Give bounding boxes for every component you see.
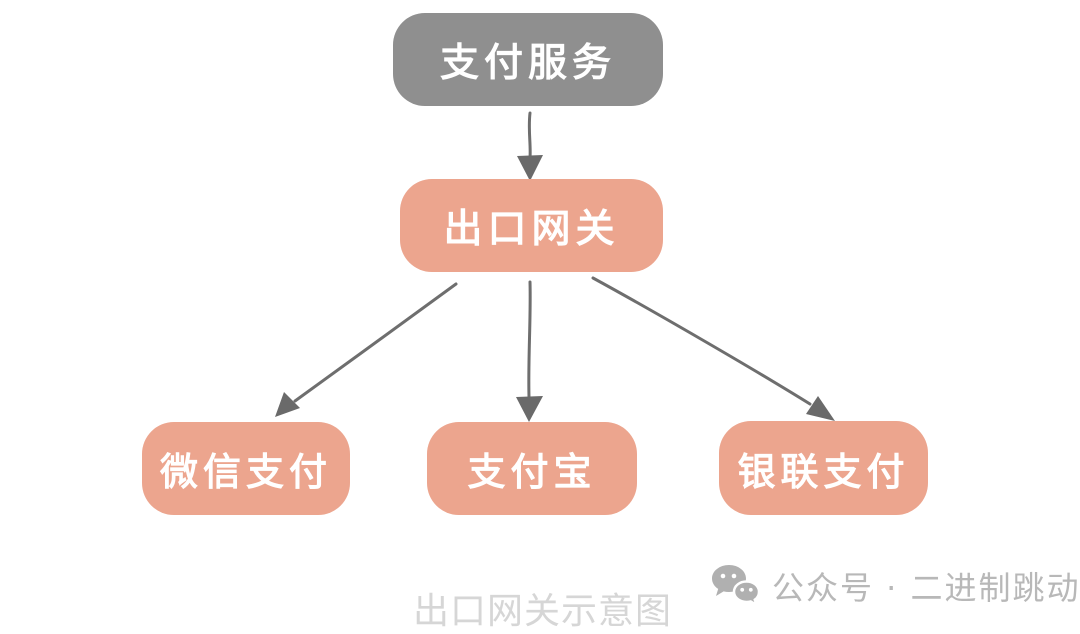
wechat-icon [712,565,761,608]
node-wechat-pay: 微信支付 [142,422,350,515]
node-exit-gateway-label: 出口网关 [443,206,620,252]
arrow-gateway-to-wechat-pay [275,282,458,417]
node-alipay-label: 支付宝 [467,450,597,494]
arrow-gateway-to-unionpay [591,276,835,421]
node-payment-service-label: 支付服务 [439,40,616,86]
node-alipay: 支付宝 [427,422,637,515]
diagram-caption: 出口网关示意图 [413,591,673,632]
node-wechat-pay-label: 微信支付 [159,450,332,494]
arrow-gateway-to-alipay [516,280,543,422]
node-unionpay: 银联支付 [719,421,928,515]
node-unionpay-label: 银联支付 [737,449,910,494]
watermark-text: 公众号 · 二进制跳动 [772,569,1080,607]
arrow-payment-to-gateway [517,111,543,181]
node-exit-gateway: 出口网关 [400,179,663,272]
node-payment-service: 支付服务 [393,13,663,106]
watermark: 公众号 · 二进制跳动 [710,563,1080,609]
